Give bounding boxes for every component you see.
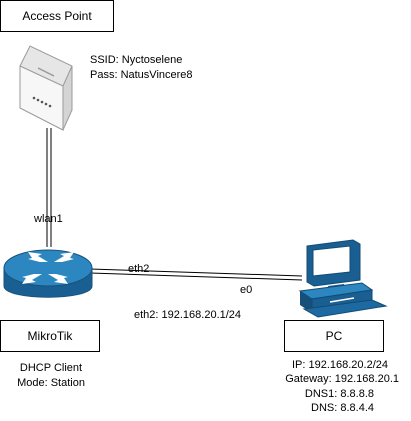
pc-title: PC (325, 329, 343, 343)
router-icon (3, 249, 93, 298)
pc-icon (298, 239, 388, 318)
eth2-ip-label: eth2: 192.168.20.1/24 (134, 309, 242, 321)
dhcp-client-label: DHCP Client (19, 362, 83, 374)
access-point-icon (19, 45, 73, 131)
wireless-link (46, 128, 52, 247)
pc-ip-label: IP: 192.168.20.2/24 (291, 359, 388, 371)
pc-dns-label: DNS: 8.8.4.4 (311, 402, 374, 414)
mikrotik-box: MikroTik (0, 320, 100, 352)
ethernet-link (89, 268, 303, 281)
e0-port-label: e0 (240, 284, 253, 296)
pc-dns1-label: DNS1: 8.8.8.8 (304, 388, 374, 400)
eth2-port-label: eth2 (128, 263, 150, 275)
ssid-label: SSID: Nyctoselene (90, 54, 183, 66)
mode-label: Mode: Station (17, 377, 85, 389)
pass-label: Pass: NatusVincere8 (90, 69, 193, 81)
access-point-title: Access Point (22, 9, 92, 23)
wlan1-label: wlan1 (34, 213, 63, 225)
pc-box: PC (284, 320, 384, 352)
pc-gateway-label: Gateway: 192.168.20.1 (285, 373, 399, 385)
access-point-box: Access Point (0, 0, 114, 32)
mikrotik-title: MikroTik (27, 329, 73, 343)
